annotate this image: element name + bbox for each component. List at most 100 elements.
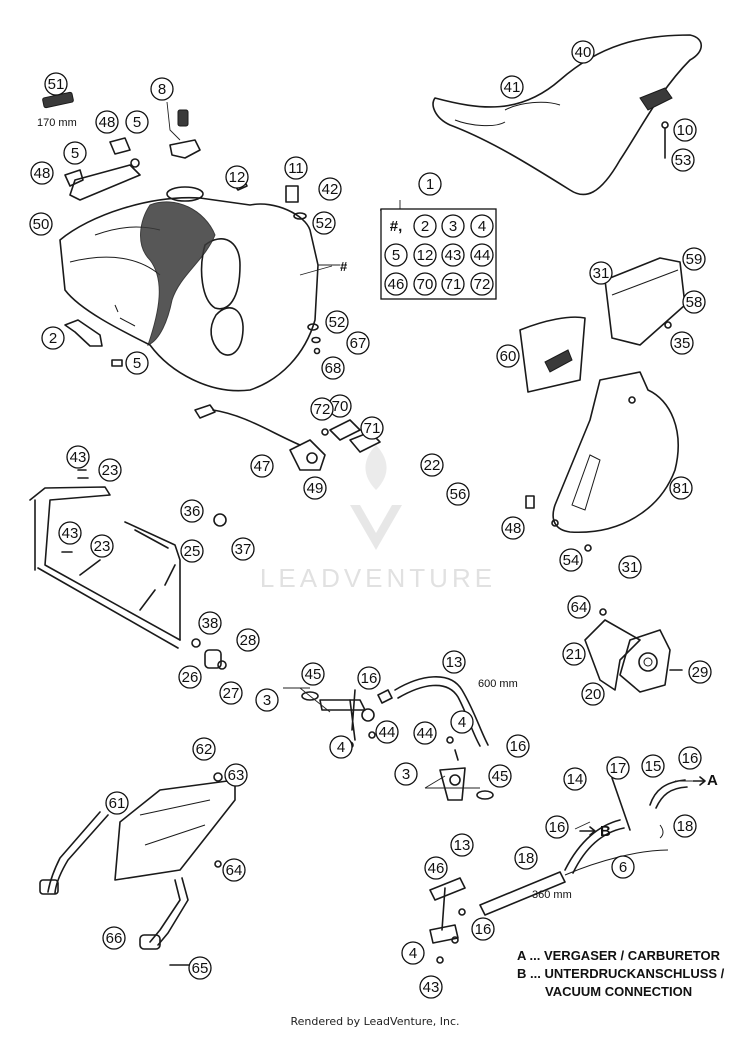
svg-text:12: 12	[417, 247, 434, 264]
callout-42: 42	[318, 177, 342, 201]
callout-16: 16	[471, 917, 495, 941]
callout-46: 46	[424, 856, 448, 880]
callout-number: 31	[593, 265, 610, 282]
callout-22: 22	[420, 453, 444, 477]
kit-item-#: #,	[390, 218, 403, 235]
callout-number: 36	[184, 503, 201, 520]
callout-number: 18	[518, 850, 535, 867]
callout-number: 44	[417, 725, 434, 742]
callout-66: 66	[102, 926, 126, 950]
arrow-a-icon	[692, 776, 706, 786]
callout-15: 15	[641, 754, 665, 778]
callout-13: 13	[442, 650, 466, 674]
callout-number: 16	[475, 921, 492, 938]
length-label-360: 360 mm	[532, 889, 572, 901]
callout-number: 65	[192, 960, 209, 977]
kit-item-71: 71	[441, 272, 465, 296]
lower-hoses	[429, 777, 688, 964]
callout-number: 60	[500, 348, 517, 365]
callout-1: 1	[418, 172, 442, 196]
svg-text:70: 70	[417, 276, 434, 293]
callout-11: 11	[284, 156, 308, 180]
svg-text:5: 5	[392, 247, 400, 264]
callout-number: 16	[510, 738, 527, 755]
callout-43: 43	[66, 445, 90, 469]
length-label-170: 170 mm	[37, 117, 77, 129]
callout-number: 27	[223, 685, 240, 702]
footer-credit: Rendered by LeadVenture, Inc.	[290, 1015, 460, 1028]
callout-62: 62	[192, 737, 216, 761]
fuel-tank	[59, 186, 319, 392]
kit-item-72: 72	[470, 272, 494, 296]
svg-text:#,: #,	[390, 218, 403, 235]
callout-number: 14	[567, 771, 584, 788]
callout-3: 3	[394, 762, 418, 786]
callout-number: 58	[686, 294, 703, 311]
callout-number: 28	[240, 632, 257, 649]
callout-number: 40	[575, 44, 592, 61]
callout-number: 35	[674, 335, 691, 352]
callout-number: 61	[109, 795, 126, 812]
callout-number: 44	[379, 724, 396, 741]
callout-number: 66	[106, 930, 123, 947]
callout-41: 41	[500, 75, 524, 99]
callout-number: 12	[229, 169, 246, 186]
callout-number: 49	[307, 480, 324, 497]
callout-number: 23	[94, 538, 111, 555]
callout-number: 48	[505, 520, 522, 537]
svg-text:4: 4	[478, 218, 486, 235]
callout-number: 5	[133, 355, 141, 372]
tank-small-parts	[42, 91, 321, 367]
fuel-sender	[194, 404, 381, 471]
callout-40: 40	[571, 40, 595, 64]
callout-12: 12	[225, 165, 249, 189]
kit-item-12: 12	[413, 243, 437, 267]
callout-number: 47	[254, 458, 271, 475]
callout-number: 53	[675, 152, 692, 169]
arrow-b-label: B	[600, 823, 611, 840]
svg-text:43: 43	[445, 247, 462, 264]
callout-number: 11	[288, 160, 304, 177]
callout-47: 47	[250, 454, 274, 478]
callout-10: 10	[673, 118, 697, 142]
callout-number: 48	[99, 114, 116, 131]
callout-21: 21	[562, 642, 586, 666]
callout-number: 4	[458, 714, 466, 731]
callout-63: 63	[224, 763, 248, 787]
callout-67: 67	[346, 331, 370, 355]
callout-number: 62	[196, 741, 213, 758]
callout-4: 4	[401, 941, 425, 965]
callout-number: 43	[423, 979, 440, 996]
kit-item-3: 3	[441, 214, 465, 238]
callout-23: 23	[98, 458, 122, 482]
callout-number: 22	[424, 457, 441, 474]
callout-number: 25	[184, 543, 201, 560]
callout-48: 48	[30, 161, 54, 185]
callout-number: 45	[492, 768, 509, 785]
svg-text:44: 44	[474, 247, 491, 264]
callout-number: 48	[34, 165, 51, 182]
callout-number: 42	[322, 181, 339, 198]
callout-56: 56	[446, 482, 470, 506]
callout-60: 60	[496, 344, 520, 368]
callout-64: 64	[567, 595, 591, 619]
callout-31: 31	[589, 261, 613, 285]
callout-number: 1	[426, 176, 434, 193]
callout-number: 50	[33, 216, 50, 233]
callout-13: 13	[450, 833, 474, 857]
callout-70: 70	[328, 394, 352, 418]
callout-number: 43	[62, 525, 79, 542]
vacuum-pump	[584, 608, 683, 693]
svg-text:46: 46	[388, 276, 405, 293]
callout-number: 51	[48, 76, 65, 93]
callout-number: 31	[622, 559, 639, 576]
svg-text:72: 72	[474, 276, 491, 293]
callout-number: 26	[182, 669, 199, 686]
callout-16: 16	[357, 666, 381, 690]
callout-44: 44	[413, 721, 437, 745]
svg-text:3: 3	[449, 218, 457, 235]
svg-text:71: 71	[445, 276, 462, 293]
